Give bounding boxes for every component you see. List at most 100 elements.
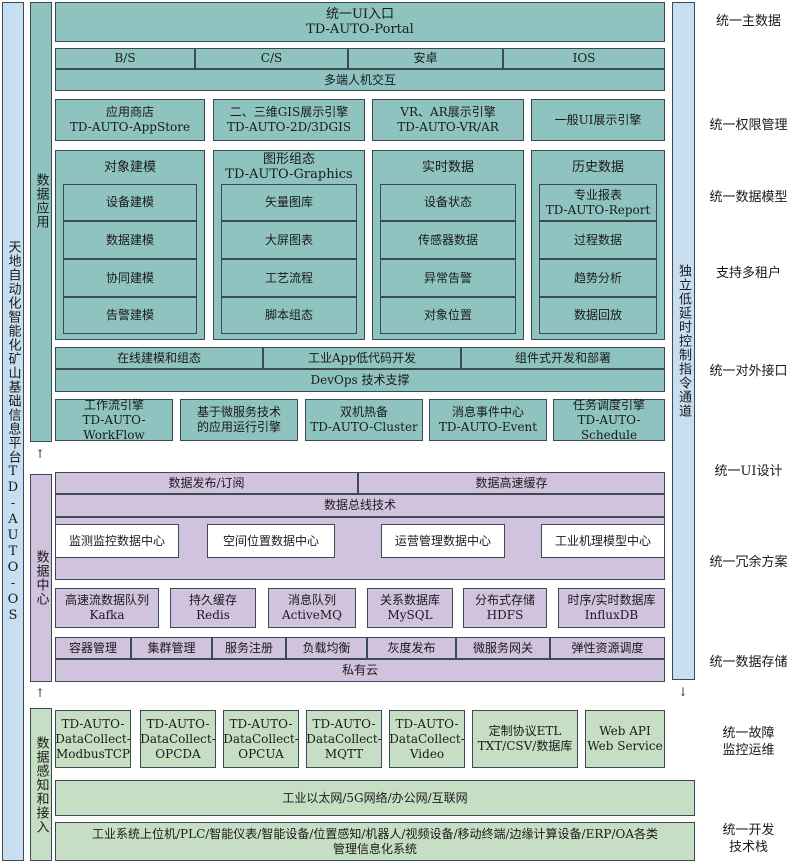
collector-l1: TD-AUTO- — [395, 716, 459, 731]
engine-vrar-l2: TD-AUTO-VR/AR — [397, 120, 499, 134]
module-item-text: 大屏图表 — [264, 232, 313, 247]
data-cache-text: 数据高速缓存 — [475, 475, 548, 490]
private-cloud-text: 私有云 — [341, 663, 378, 677]
client-android: 安卓 — [348, 48, 503, 69]
lowcode-app: 工业App低代码开发 — [263, 347, 461, 369]
service-event-l1: 消息事件中心 — [451, 405, 524, 419]
right-item: 统一权限管理 — [697, 112, 800, 134]
store-influxdb-l1: 时序/实时数据库 — [567, 593, 656, 607]
section-data-app-text: 数据应用 — [33, 173, 49, 229]
right-item-l1: 统一故障 — [722, 726, 775, 741]
service-microservice: 基于微服务技术 的应用运行引擎 — [180, 399, 298, 441]
right-item: 统一数据模型 — [697, 184, 800, 206]
module-item: 脚本组态 — [221, 297, 357, 334]
service-event-l2: TD-AUTO-Event — [438, 420, 538, 434]
report-l1: 专业报表 — [573, 187, 622, 202]
lowcode-component-text: 组件式开发和部署 — [514, 350, 611, 365]
module-item: 趋势分析 — [539, 259, 657, 297]
store-kafka-l1: 高速流数据队列 — [64, 593, 149, 607]
webapi-l2: Web Service — [587, 739, 663, 753]
cloud-item-text: 容器管理 — [68, 640, 117, 655]
center-mechanism-text: 工业机理模型中心 — [554, 533, 651, 548]
systems-l1: 工业系统上位机/PLC/智能仪表/智能设备/位置感知/机器人/视频设备/移动终端… — [91, 826, 659, 841]
store-kafka-l2: Kafka — [89, 608, 125, 622]
cloud-item: 微服务网关 — [456, 637, 550, 659]
client-ios: IOS — [503, 48, 665, 69]
data-cache: 数据高速缓存 — [358, 472, 665, 494]
right-item: 统一数据存储 — [697, 649, 800, 671]
center-spatial: 空间位置数据中心 — [207, 524, 335, 558]
store-activemq-l1: 消息队列 — [287, 593, 336, 607]
devops-bar: DevOps 技术支撑 — [55, 369, 665, 392]
cloud-item: 服务注册 — [212, 637, 286, 659]
collector-l3: OPCUA — [238, 746, 284, 761]
module-item: 设备状态 — [380, 184, 516, 221]
collector-l1: TD-AUTO- — [146, 716, 210, 731]
collector-modbustcp: TD-AUTO- DataCollect- ModbusTCP — [55, 710, 131, 768]
collector-l1: TD-AUTO- — [229, 716, 293, 731]
data-bus-text: 数据总线技术 — [323, 498, 396, 512]
engine-vrar: VR、AR展示引擎 TD-AUTO-VR/AR — [372, 99, 524, 141]
control-channel: 独立低延时控制指令通道 — [672, 2, 695, 680]
module-item: 数据建模 — [63, 221, 197, 259]
right-item-split: 统一开发 技术栈 — [697, 819, 800, 859]
private-cloud-bar: 私有云 — [55, 659, 665, 682]
module-item: 工艺流程 — [221, 259, 357, 297]
data-pub-sub-text: 数据发布/订阅 — [168, 475, 245, 490]
webapi-box: Web API Web Service — [585, 710, 665, 768]
module-item-text: 传感器数据 — [417, 232, 478, 247]
module-item-text: 过程数据 — [573, 232, 622, 247]
module-item: 过程数据 — [539, 221, 657, 259]
cloud-item: 集群管理 — [131, 637, 212, 659]
store-influxdb: 时序/实时数据库 InfluxDB — [558, 588, 665, 628]
service-cluster-l2: TD-AUTO-Cluster — [310, 420, 418, 434]
service-schedule-l1: 任务调度引擎 — [572, 397, 645, 412]
systems-bar: 工业系统上位机/PLC/智能仪表/智能设备/位置感知/机器人/视频设备/移动终端… — [55, 822, 695, 861]
module-item: 协同建模 — [63, 259, 197, 297]
report-l2: TD-AUTO-Report — [545, 202, 651, 217]
engine-gis: 二、三维GIS展示引擎 TD-AUTO-2D/3DGIS — [213, 99, 365, 141]
cloud-item: 弹性资源调度 — [550, 637, 665, 659]
module-graphics-title: 图形组态 TD-AUTO-Graphics — [213, 151, 365, 183]
right-item: 统一主数据 — [697, 8, 800, 30]
right-item-text: 支持多租户 — [715, 265, 781, 281]
cloud-item: 容器管理 — [55, 637, 131, 659]
service-schedule-l2: TD-AUTO-Schedule — [577, 412, 641, 442]
right-item: 统一UI设计 — [697, 458, 800, 480]
cloud-item-text: 微服务网关 — [472, 640, 533, 655]
engine-gis-l2: TD-AUTO-2D/3DGIS — [226, 120, 352, 134]
portal-line2: TD-AUTO-Portal — [306, 22, 414, 37]
store-mysql-l2: MySQL — [387, 608, 433, 622]
service-workflow-l2: TD-AUTO-WorkFlow — [82, 412, 146, 442]
center-operations-text: 运营管理数据中心 — [394, 533, 491, 548]
center-operations: 运营管理数据中心 — [381, 524, 505, 558]
client-bs: B/S — [55, 48, 195, 69]
collector-l3: Video — [409, 746, 445, 761]
section-data-access-text: 数据感知和接入 — [33, 735, 49, 834]
cloud-item-text: 灰度发布 — [387, 640, 436, 655]
right-item: 统一对外接口 — [697, 358, 800, 380]
module-item-text: 工艺流程 — [264, 270, 313, 285]
collector-l3: MQTT — [324, 746, 364, 761]
collector-opcda: TD-AUTO- DataCollect- OPCDA — [140, 710, 216, 768]
cloud-item-text: 弹性资源调度 — [571, 640, 644, 655]
devops-text: DevOps 技术支撑 — [310, 373, 410, 387]
store-activemq-l2: ActiveMQ — [281, 608, 343, 622]
systems-l2: 管理信息化系统 — [332, 841, 417, 856]
center-spatial-text: 空间位置数据中心 — [222, 533, 319, 548]
collector-l2: DataCollect- — [223, 731, 299, 746]
hmi-text: 多端人机交互 — [323, 72, 396, 87]
collector-l2: DataCollect- — [55, 731, 131, 746]
module-item-report: 专业报表 TD-AUTO-Report — [539, 184, 657, 221]
store-mysql: 关系数据库 MySQL — [367, 588, 453, 628]
module-item: 对象位置 — [380, 297, 516, 334]
module-item-text: 协同建模 — [105, 270, 154, 285]
module-object-title: 对象建模 — [55, 152, 205, 182]
engine-ui-l1: 一般UI展示引擎 — [554, 112, 642, 127]
module-graphics-title-l2: TD-AUTO-Graphics — [225, 167, 353, 182]
module-item-text: 矢量图库 — [264, 195, 313, 209]
store-hdfs-l1: 分布式存储 — [474, 593, 535, 607]
right-item-l2: 技术栈 — [728, 840, 768, 855]
webapi-l1: Web API — [599, 724, 651, 738]
service-workflow: 工作流引擎 TD-AUTO-WorkFlow — [55, 398, 173, 442]
